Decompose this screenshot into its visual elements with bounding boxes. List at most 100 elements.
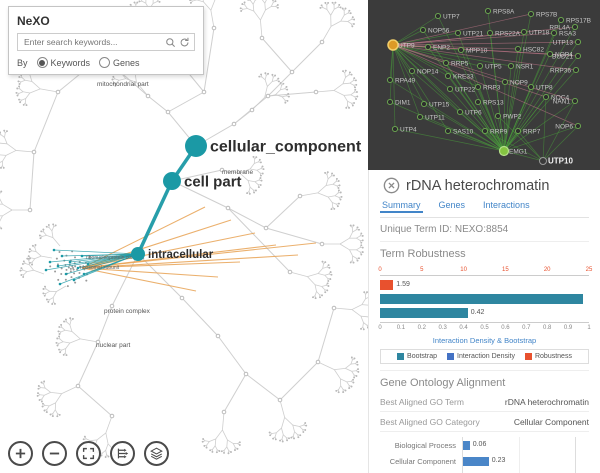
gene-node-RPS22A[interactable] bbox=[486, 29, 494, 37]
gene-node-EMG1[interactable] bbox=[498, 145, 510, 157]
tree-leaf-dot bbox=[20, 274, 23, 276]
legend-swatch bbox=[397, 353, 405, 360]
gene-node-HSC82[interactable] bbox=[514, 45, 522, 53]
gene-node-RRP9[interactable] bbox=[481, 127, 489, 135]
cluster-dot bbox=[60, 272, 63, 275]
gene-node-NOP6[interactable] bbox=[574, 122, 582, 130]
tab-summary[interactable]: Summary bbox=[380, 199, 423, 213]
radio-keywords-control[interactable] bbox=[36, 57, 48, 68]
tree-leaf-dot bbox=[3, 129, 6, 132]
cluster-dot bbox=[85, 279, 88, 282]
gene-node-UTP7[interactable] bbox=[434, 12, 442, 20]
tree-leaf-dot bbox=[0, 227, 3, 230]
tree-branch bbox=[52, 409, 56, 414]
tree-branch bbox=[343, 95, 348, 102]
zoom-in-button[interactable] bbox=[8, 441, 33, 466]
tree-leaf-dot bbox=[281, 440, 284, 443]
gene-node-SAS10[interactable] bbox=[444, 127, 452, 135]
gene-node-RRP7[interactable] bbox=[514, 127, 522, 135]
tree-branch bbox=[351, 309, 362, 317]
tree-skeleton-edge bbox=[227, 207, 267, 229]
tree-branch bbox=[284, 417, 294, 426]
gene-node-RRP5[interactable] bbox=[442, 59, 450, 67]
gene-node-RPS17B[interactable] bbox=[557, 16, 565, 24]
gene-node-NOP14[interactable] bbox=[408, 67, 416, 75]
tree-branch bbox=[356, 249, 361, 253]
axis-tick-label: 0.6 bbox=[501, 325, 510, 331]
gene-label: RPA49 bbox=[395, 78, 415, 85]
tree-branch bbox=[349, 82, 354, 86]
tree-branch bbox=[114, 78, 120, 81]
ontology-node-intracellular[interactable] bbox=[131, 247, 145, 261]
close-icon[interactable] bbox=[383, 177, 400, 194]
search-input[interactable] bbox=[22, 36, 162, 48]
ontology-node-cellular-component[interactable] bbox=[185, 135, 207, 157]
gene-node-PWP2[interactable] bbox=[494, 112, 502, 120]
gene-node-KRE33[interactable] bbox=[444, 72, 452, 80]
gene-node-UTP21[interactable] bbox=[454, 29, 462, 37]
gene-node-RSA3[interactable] bbox=[550, 29, 558, 37]
tree-leaf-dot bbox=[339, 191, 342, 194]
gene-node-UTP4[interactable] bbox=[391, 125, 399, 133]
tree-leaf-dot bbox=[49, 413, 52, 416]
gene-node-DIM1[interactable] bbox=[386, 98, 394, 106]
expand-subtrees-button[interactable] bbox=[110, 441, 135, 466]
gene-node-RPS13[interactable] bbox=[474, 98, 482, 106]
gene-node-UTP15[interactable] bbox=[420, 100, 428, 108]
gene-node-UTP9[interactable] bbox=[387, 39, 399, 51]
tree-leaf-dot bbox=[314, 297, 317, 300]
zoom-out-button[interactable] bbox=[42, 441, 67, 466]
ontology-node-cell-part[interactable] bbox=[163, 172, 181, 190]
gene-node-UTP18[interactable] bbox=[520, 28, 528, 36]
gene-node-UTP11[interactable] bbox=[416, 113, 424, 121]
gene-node-NOP56[interactable] bbox=[419, 26, 427, 34]
gene-node-NSR1[interactable] bbox=[507, 62, 515, 70]
gene-node-UTP5[interactable] bbox=[476, 62, 484, 70]
tree-branch bbox=[239, 172, 249, 181]
gene-node-NOC4[interactable] bbox=[542, 93, 550, 101]
radio-keywords[interactable]: Keywords bbox=[36, 57, 90, 68]
layers-button[interactable] bbox=[144, 441, 169, 466]
gene-node-RRP36[interactable] bbox=[572, 66, 580, 74]
gene-node-RPA49[interactable] bbox=[386, 76, 394, 84]
gene-node-RPL4A[interactable] bbox=[571, 23, 579, 31]
tree-branch bbox=[34, 255, 42, 259]
gene-node-UTP13[interactable] bbox=[574, 38, 582, 46]
score-plot-area: 0.06 bbox=[462, 437, 576, 453]
radio-genes-control[interactable] bbox=[99, 57, 111, 68]
gene-node-NAN1[interactable] bbox=[571, 97, 579, 105]
tree-branch bbox=[206, 441, 210, 446]
gene-node-UTP10[interactable] bbox=[539, 157, 547, 165]
gene-node-UTP6[interactable] bbox=[456, 108, 464, 116]
network-edge bbox=[503, 81, 506, 152]
go-alignment-heading: Gene Ontology Alignment bbox=[380, 370, 589, 389]
tree-branch bbox=[63, 341, 70, 344]
tree-leaf-dot bbox=[58, 333, 61, 335]
cluster-term-dot bbox=[60, 254, 64, 258]
gene-node-MPP10[interactable] bbox=[457, 46, 465, 54]
gene-node-ENP2[interactable] bbox=[424, 43, 432, 51]
gene-node-UTP22[interactable] bbox=[446, 85, 454, 93]
tree-leaf-dot bbox=[285, 85, 288, 88]
search-icon[interactable] bbox=[165, 37, 176, 48]
tab-interactions[interactable]: Interactions bbox=[483, 200, 530, 210]
gene-node-NOP9[interactable] bbox=[501, 78, 509, 86]
gene-node-RRP3[interactable] bbox=[474, 83, 482, 91]
fit-to-screen-button[interactable] bbox=[76, 441, 101, 466]
reset-icon[interactable] bbox=[179, 37, 190, 48]
term-gene-edge bbox=[59, 253, 139, 285]
gene-node-UTP8[interactable] bbox=[527, 83, 535, 91]
tab-genes[interactable]: Genes bbox=[438, 200, 466, 210]
tree-joint-node bbox=[165, 109, 171, 115]
gene-node-NOP4[interactable] bbox=[546, 50, 554, 58]
radio-genes[interactable]: Genes bbox=[99, 57, 140, 68]
gene-node-RPS7B[interactable] bbox=[527, 10, 535, 18]
tree-branch bbox=[29, 88, 41, 94]
axis-tick-label: 0.2 bbox=[417, 325, 426, 331]
gene-node-BUD21[interactable] bbox=[574, 52, 582, 60]
gene-node-RPS8A[interactable] bbox=[484, 7, 492, 15]
